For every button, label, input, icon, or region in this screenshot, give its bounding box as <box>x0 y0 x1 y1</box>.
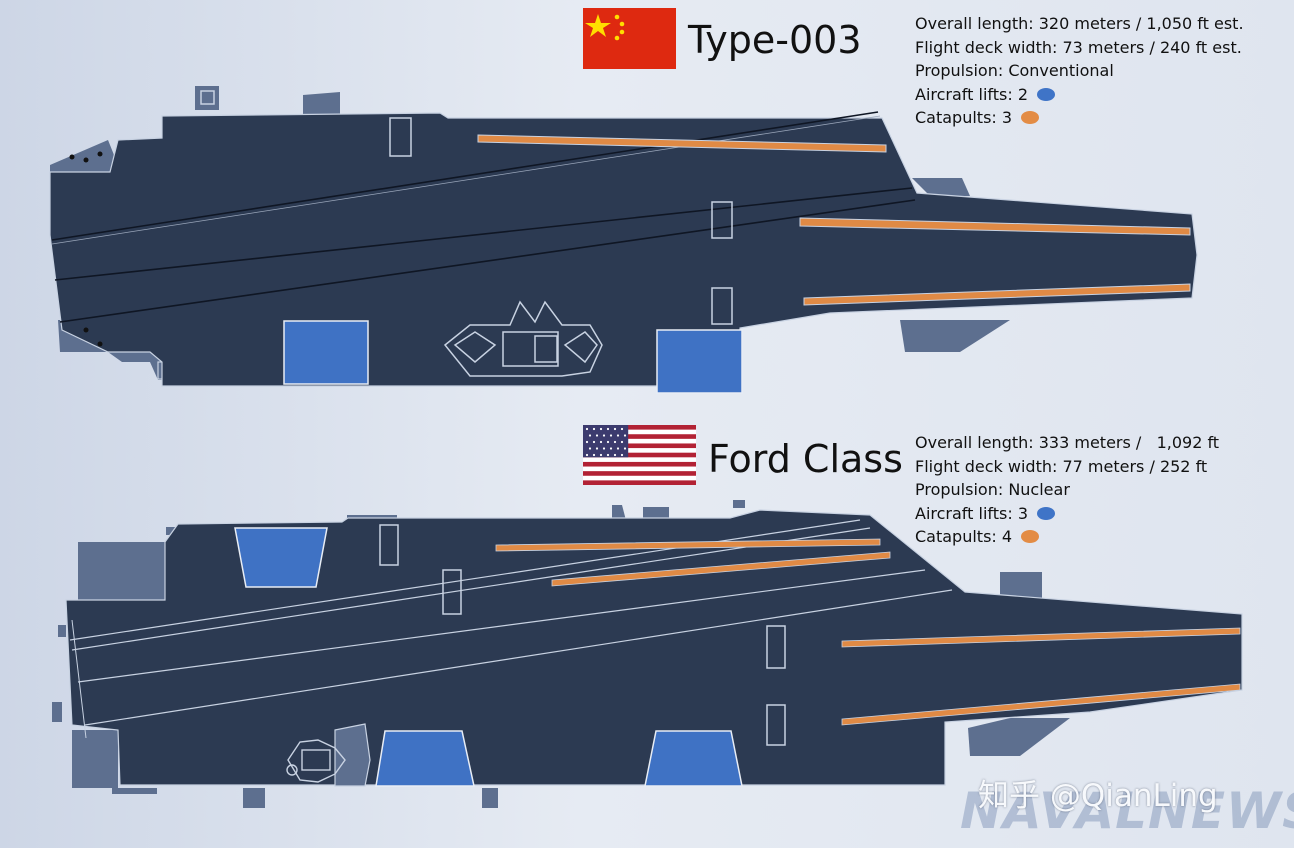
zhihu-watermark: 知乎 @QianLing <box>978 778 1218 814</box>
type003-spec-catapults: Catapults: 3 <box>915 108 1013 127</box>
ford-catapult-2 <box>551 551 891 587</box>
type003-mast-box <box>195 86 219 110</box>
ford-aircraft-lift-3 <box>644 730 743 787</box>
ford-catapult-1 <box>495 538 881 552</box>
ford-title: Ford Class <box>708 437 903 481</box>
ford-aircraft-lift-2 <box>375 730 475 787</box>
catapult-legend-dot-icon <box>1021 111 1040 125</box>
type003-title: Type-003 <box>688 18 862 62</box>
ford-carrier <box>52 500 1243 808</box>
ford-island <box>286 723 371 787</box>
catapult-legend-dot-icon <box>1021 530 1040 544</box>
lift-legend-dot-icon <box>1037 506 1056 520</box>
type003-catapult-2 <box>799 217 1191 236</box>
ford-spec-lifts: Aircraft lifts: 3 <box>915 503 1029 523</box>
ford-spec-width: Flight deck width: 77 meters / 252 ft <box>915 456 1208 476</box>
ford-spec-catapults-row: Catapults: 4 <box>915 525 1219 549</box>
ford-flight-deck <box>65 509 1243 786</box>
type003-aircraft-lift-2 <box>656 329 743 394</box>
usa-flag-icon <box>583 425 696 485</box>
type003-spec-lifts-row: Aircraft lifts: 2 <box>915 83 1244 107</box>
ford-starboard-sponson-fwd <box>968 718 1070 756</box>
type003-aircraft-lift-1 <box>283 320 369 385</box>
type003-starboard-sponson-fwd <box>900 320 1010 352</box>
type003-carrier <box>49 86 1198 394</box>
ford-spec-length: Overall length: 333 meters / 1,092 ft <box>915 433 1220 452</box>
type003-catapult-3 <box>803 283 1191 306</box>
ford-spec-propulsion: Propulsion: Nuclear <box>915 480 1070 499</box>
type003-island-top <box>303 92 340 115</box>
type003-port-sponson-aft <box>50 140 116 172</box>
type003-spec-catapults-row: Catapults: 3 <box>915 106 1244 130</box>
type003-flight-deck <box>49 112 1198 387</box>
ford-specs: Overall length: 333 meters / 1,092 ft Fl… <box>915 431 1219 549</box>
type003-spec-lifts: Aircraft lifts: 2 <box>915 84 1029 104</box>
ford-spec-catapults: Catapults: 4 <box>915 527 1013 546</box>
navalnews-watermark: NAVALNEWS <box>960 782 1294 840</box>
type003-port-sponson-fwd <box>912 178 970 196</box>
type003-spec-length: Overall length: 320 meters / 1,050 ft es… <box>915 14 1244 33</box>
ford-catapult-4 <box>841 683 1241 726</box>
type003-catapults <box>477 134 1191 306</box>
ford-port-sponson-aft <box>78 542 165 602</box>
ford-catapults <box>495 538 1241 726</box>
ford-aircraft-lift-1 <box>234 527 328 588</box>
type003-spec-width: Flight deck width: 73 meters / 240 ft es… <box>915 37 1242 57</box>
type003-island <box>443 300 603 377</box>
china-flag-icon <box>583 8 676 69</box>
ford-spec-lifts-row: Aircraft lifts: 3 <box>915 502 1219 526</box>
type003-spec-propulsion: Propulsion: Conventional <box>915 61 1114 80</box>
type003-catapult-1 <box>477 134 887 153</box>
ford-port-sponson-fwd <box>1000 572 1042 598</box>
ford-starboard-sponson-aft <box>72 730 118 788</box>
lift-legend-dot-icon <box>1037 87 1056 101</box>
ford-catapult-3 <box>841 627 1241 648</box>
type003-specs: Overall length: 320 meters / 1,050 ft es… <box>915 12 1244 130</box>
